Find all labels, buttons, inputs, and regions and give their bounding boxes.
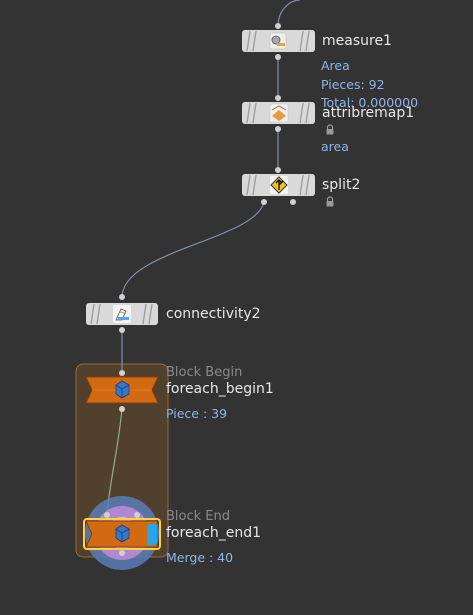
output-port[interactable] (119, 550, 125, 556)
node-name-label: measure1 (322, 33, 392, 49)
input-port[interactable] (275, 167, 281, 173)
node-attribremap1[interactable] (242, 102, 315, 124)
node-connectivity2[interactable] (86, 303, 158, 325)
display-flag[interactable] (147, 524, 157, 545)
lock-icon[interactable] (325, 196, 335, 207)
output-port[interactable] (275, 54, 281, 60)
split-sign-icon (270, 176, 288, 194)
node-foreach-end1[interactable] (83, 518, 161, 550)
lock-icon[interactable] (325, 124, 335, 135)
input-port[interactable] (119, 294, 125, 300)
wire-split2-connectivity2[interactable] (121, 201, 265, 297)
node-name-label: split2 (322, 177, 361, 193)
input-port[interactable] (275, 23, 281, 29)
output-port[interactable] (290, 199, 296, 205)
node-type-label: Block End (166, 509, 230, 524)
node-info-line: Total: 0.000000 (321, 95, 419, 110)
node-name-label: attribremap1 (322, 105, 415, 121)
output-port[interactable] (119, 406, 125, 412)
input-port[interactable] (104, 512, 110, 518)
wire-input-measure1[interactable] (277, 0, 301, 27)
output-port[interactable] (261, 199, 267, 205)
node-info-line: Piece : 39 (166, 406, 228, 421)
node-split2[interactable] (242, 174, 315, 196)
node-type-label: Block Begin (166, 365, 243, 380)
node-info-line: Merge : 40 (166, 550, 234, 565)
node-foreach-begin1[interactable] (85, 376, 159, 404)
node-info-line: Area (321, 58, 350, 73)
node-info-line: area (321, 139, 349, 154)
output-port[interactable] (275, 126, 281, 132)
node-info-line: Pieces: 92 (321, 77, 385, 92)
input-port[interactable] (275, 95, 281, 101)
input-port[interactable] (119, 370, 125, 376)
node-measure1[interactable] (242, 30, 315, 52)
input-port[interactable] (134, 512, 140, 518)
output-port[interactable] (119, 327, 125, 333)
node-name-label: connectivity2 (166, 306, 261, 322)
measure-tape-icon (269, 32, 287, 50)
node-name-label: foreach_begin1 (166, 381, 274, 397)
attribremap-icon (269, 103, 289, 123)
node-name-label: foreach_end1 (166, 525, 261, 541)
foreach-cube-icon (115, 380, 130, 399)
foreach-cube-icon (115, 524, 130, 543)
connectivity-icon (113, 305, 131, 323)
